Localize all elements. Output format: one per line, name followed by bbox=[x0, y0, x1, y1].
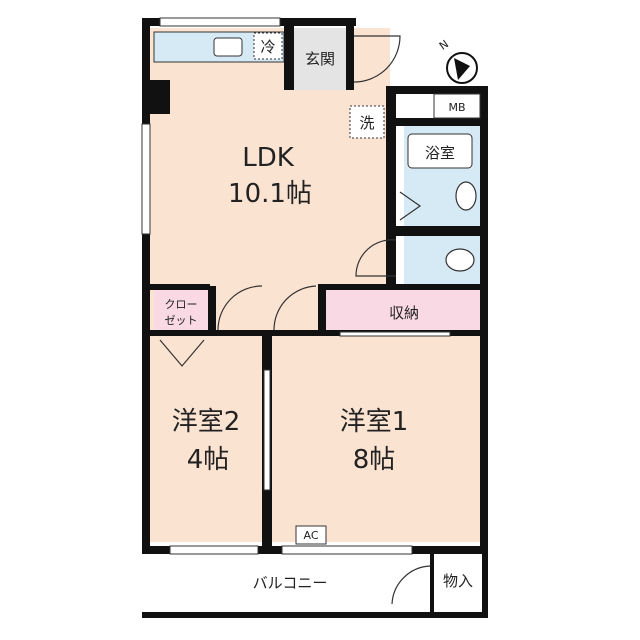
ldk-name: LDK bbox=[242, 143, 295, 173]
bath-tub bbox=[407, 133, 473, 169]
windows bbox=[141, 17, 451, 555]
room1-size: 8帖 bbox=[353, 445, 396, 475]
closet-floor bbox=[154, 290, 208, 334]
closet-label-1: クロー bbox=[165, 298, 198, 311]
ac-label: AC bbox=[303, 529, 318, 542]
doors bbox=[159, 35, 431, 605]
compass-arrow bbox=[454, 58, 470, 80]
meter-box-label: MB bbox=[448, 101, 465, 114]
storage-label: 収納 bbox=[389, 304, 419, 322]
balcony-floor bbox=[148, 554, 482, 616]
room2-floor bbox=[150, 336, 266, 542]
bath-label: 浴室 bbox=[425, 144, 455, 162]
fridge-label: 冷 bbox=[260, 38, 275, 56]
toilet-icon bbox=[445, 248, 475, 272]
room1-floor bbox=[270, 336, 480, 542]
fridge-box bbox=[253, 32, 283, 60]
ldk-size: 10.1帖 bbox=[228, 179, 312, 209]
storage-floor bbox=[326, 290, 480, 334]
room1-name: 洋室1 bbox=[340, 407, 409, 437]
entrance-label: 玄関 bbox=[305, 50, 335, 68]
meter-box bbox=[433, 93, 481, 119]
washer-box bbox=[349, 105, 385, 139]
closet-label-2: ゼット bbox=[165, 314, 198, 327]
room2-size: 4帖 bbox=[187, 445, 230, 475]
outdoor-storage-label: 物入 bbox=[443, 572, 473, 590]
sink-icon bbox=[213, 37, 243, 57]
balcony-label: バルコニー bbox=[253, 574, 328, 592]
washer-label: 洗 bbox=[359, 114, 374, 132]
north-label: N bbox=[437, 37, 451, 52]
entrance-floor bbox=[292, 28, 352, 90]
washbasin-icon bbox=[455, 181, 477, 211]
ac-box bbox=[295, 525, 327, 545]
room2-name: 洋室2 bbox=[172, 407, 241, 437]
